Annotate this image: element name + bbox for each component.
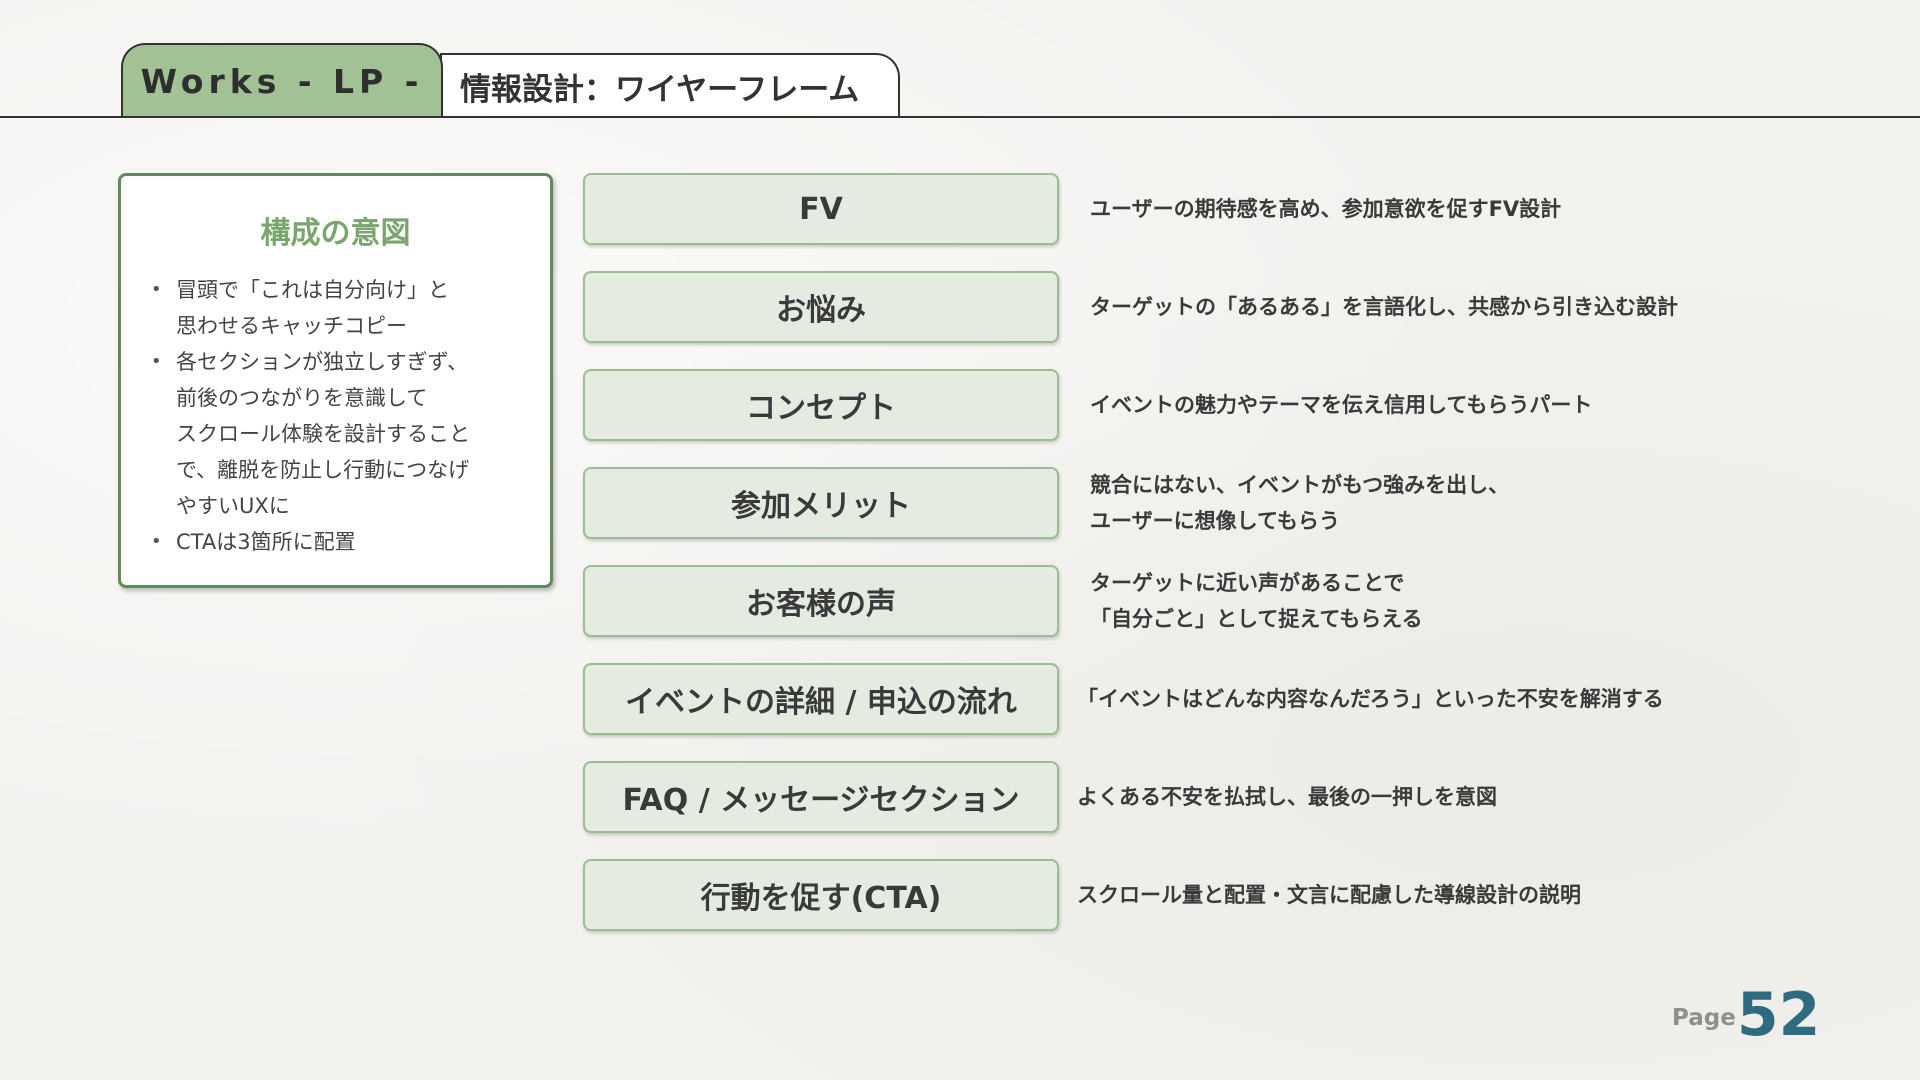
section-description: 「イベントはどんな内容なんだろう」といった不安を解消する — [1077, 663, 1877, 735]
page-number: Page 52 — [1672, 985, 1820, 1045]
section-description: イベントの魅力やテーマを伝え信用してもらうパート — [1090, 369, 1890, 441]
header-divider — [0, 116, 1920, 118]
section-label: 参加メリット — [731, 489, 911, 524]
section-row-faq: FAQ / メッセージセクション よくある不安を払拭し、最後の一押しを意図 — [0, 761, 1920, 833]
section-desc-line: ユーザーに想像してもらう — [1090, 509, 1340, 533]
intent-list: 冒頭で「これは自分向け」と 思わせるキャッチコピー 各セクションが独立しすぎず、… — [149, 272, 539, 560]
intent-line: で、離脱を防止し行動につなげ — [176, 458, 470, 482]
section-box: コンセプト — [583, 369, 1059, 441]
section-desc-line: ユーザーの期待感を高め、参加意欲を促すFV設計 — [1090, 197, 1562, 221]
section-description: ユーザーの期待感を高め、参加意欲を促すFV設計 — [1090, 173, 1890, 245]
section-label: お客様の声 — [746, 587, 896, 622]
section-box: FAQ / メッセージセクション — [583, 761, 1059, 833]
section-box: お客様の声 — [583, 565, 1059, 637]
section-desc-line: スクロール量と配置・文言に配慮した導線設計の説明 — [1077, 883, 1581, 907]
section-row-cta: 行動を促す(CTA) スクロール量と配置・文言に配慮した導線設計の説明 — [0, 859, 1920, 931]
section-description: 競合にはない、イベントがもつ強みを出し、 ユーザーに想像してもらう — [1090, 467, 1890, 539]
section-row-voice: お客様の声 ターゲットに近い声があることで 「自分ごと」として捉えてもらえる — [0, 565, 1920, 637]
intent-line: スクロール体験を設計すること — [176, 422, 470, 446]
works-tab-label: Works - LP - — [140, 62, 424, 101]
intent-box: 構成の意図 冒頭で「これは自分向け」と 思わせるキャッチコピー 各セクションが独… — [118, 173, 553, 588]
title-tab: 情報設計：ワイヤーフレーム — [440, 53, 900, 118]
intent-line: やすいUXに — [176, 494, 290, 518]
section-desc-line: 「自分ごと」として捉えてもらえる — [1090, 607, 1423, 631]
section-description: よくある不安を払拭し、最後の一押しを意図 — [1077, 761, 1877, 833]
intent-line: 冒頭で「これは自分向け」と — [176, 278, 449, 302]
section-row-fv: FV ユーザーの期待感を高め、参加意欲を促すFV設計 — [0, 173, 1920, 245]
section-row-concept: コンセプト イベントの魅力やテーマを伝え信用してもらうパート — [0, 369, 1920, 441]
section-box: お悩み — [583, 271, 1059, 343]
section-row-onayami: お悩み ターゲットの「あるある」を言語化し、共感から引き込む設計 — [0, 271, 1920, 343]
section-label: コンセプト — [746, 391, 896, 426]
intent-line: 思わせるキャッチコピー — [176, 314, 407, 338]
section-description: ターゲットに近い声があることで 「自分ごと」として捉えてもらえる — [1090, 565, 1890, 637]
section-desc-line: よくある不安を払拭し、最後の一押しを意図 — [1077, 785, 1497, 809]
section-label: 行動を促す(CTA) — [700, 881, 942, 916]
works-tab: Works - LP - — [121, 43, 443, 118]
page-number-value: 52 — [1736, 980, 1821, 1050]
section-label: イベントの詳細 / 申込の流れ — [625, 685, 1017, 720]
section-desc-line: イベントの魅力やテーマを伝え信用してもらうパート — [1090, 393, 1593, 417]
section-description: ターゲットの「あるある」を言語化し、共感から引き込む設計 — [1090, 271, 1890, 343]
section-box: 参加メリット — [583, 467, 1059, 539]
section-row-merit: 参加メリット 競合にはない、イベントがもつ強みを出し、 ユーザーに想像してもらう — [0, 467, 1920, 539]
section-box: イベントの詳細 / 申込の流れ — [583, 663, 1059, 735]
section-label: お悩み — [776, 293, 866, 328]
section-description: スクロール量と配置・文言に配慮した導線設計の説明 — [1077, 859, 1877, 931]
section-box: 行動を促す(CTA) — [583, 859, 1059, 931]
section-desc-line: ターゲットの「あるある」を言語化し、共感から引き込む設計 — [1090, 295, 1678, 319]
section-desc-line: 競合にはない、イベントがもつ強みを出し、 — [1090, 473, 1510, 497]
section-label: FAQ / メッセージセクション — [622, 783, 1020, 818]
intent-bullet: CTAは3箇所に配置 — [149, 524, 539, 560]
section-label: FV — [799, 191, 843, 227]
intent-title: 構成の意図 — [260, 216, 411, 251]
intent-line: CTAは3箇所に配置 — [176, 530, 356, 554]
section-box: FV — [583, 173, 1059, 245]
section-row-details: イベントの詳細 / 申込の流れ 「イベントはどんな内容なんだろう」といった不安を… — [0, 663, 1920, 735]
page-label: Page — [1672, 1005, 1736, 1031]
section-desc-line: 「イベントはどんな内容なんだろう」といった不安を解消する — [1077, 687, 1664, 711]
page-title: 情報設計：ワイヤーフレーム — [460, 72, 860, 108]
intent-bullet: 各セクションが独立しすぎず、 前後のつながりを意識して スクロール体験を設計する… — [149, 344, 539, 524]
intent-line: 各セクションが独立しすぎず、 — [176, 350, 469, 374]
intent-bullet: 冒頭で「これは自分向け」と 思わせるキャッチコピー — [149, 272, 539, 344]
intent-line: 前後のつながりを意識して — [176, 386, 428, 410]
section-desc-line: ターゲットに近い声があることで — [1090, 571, 1405, 595]
